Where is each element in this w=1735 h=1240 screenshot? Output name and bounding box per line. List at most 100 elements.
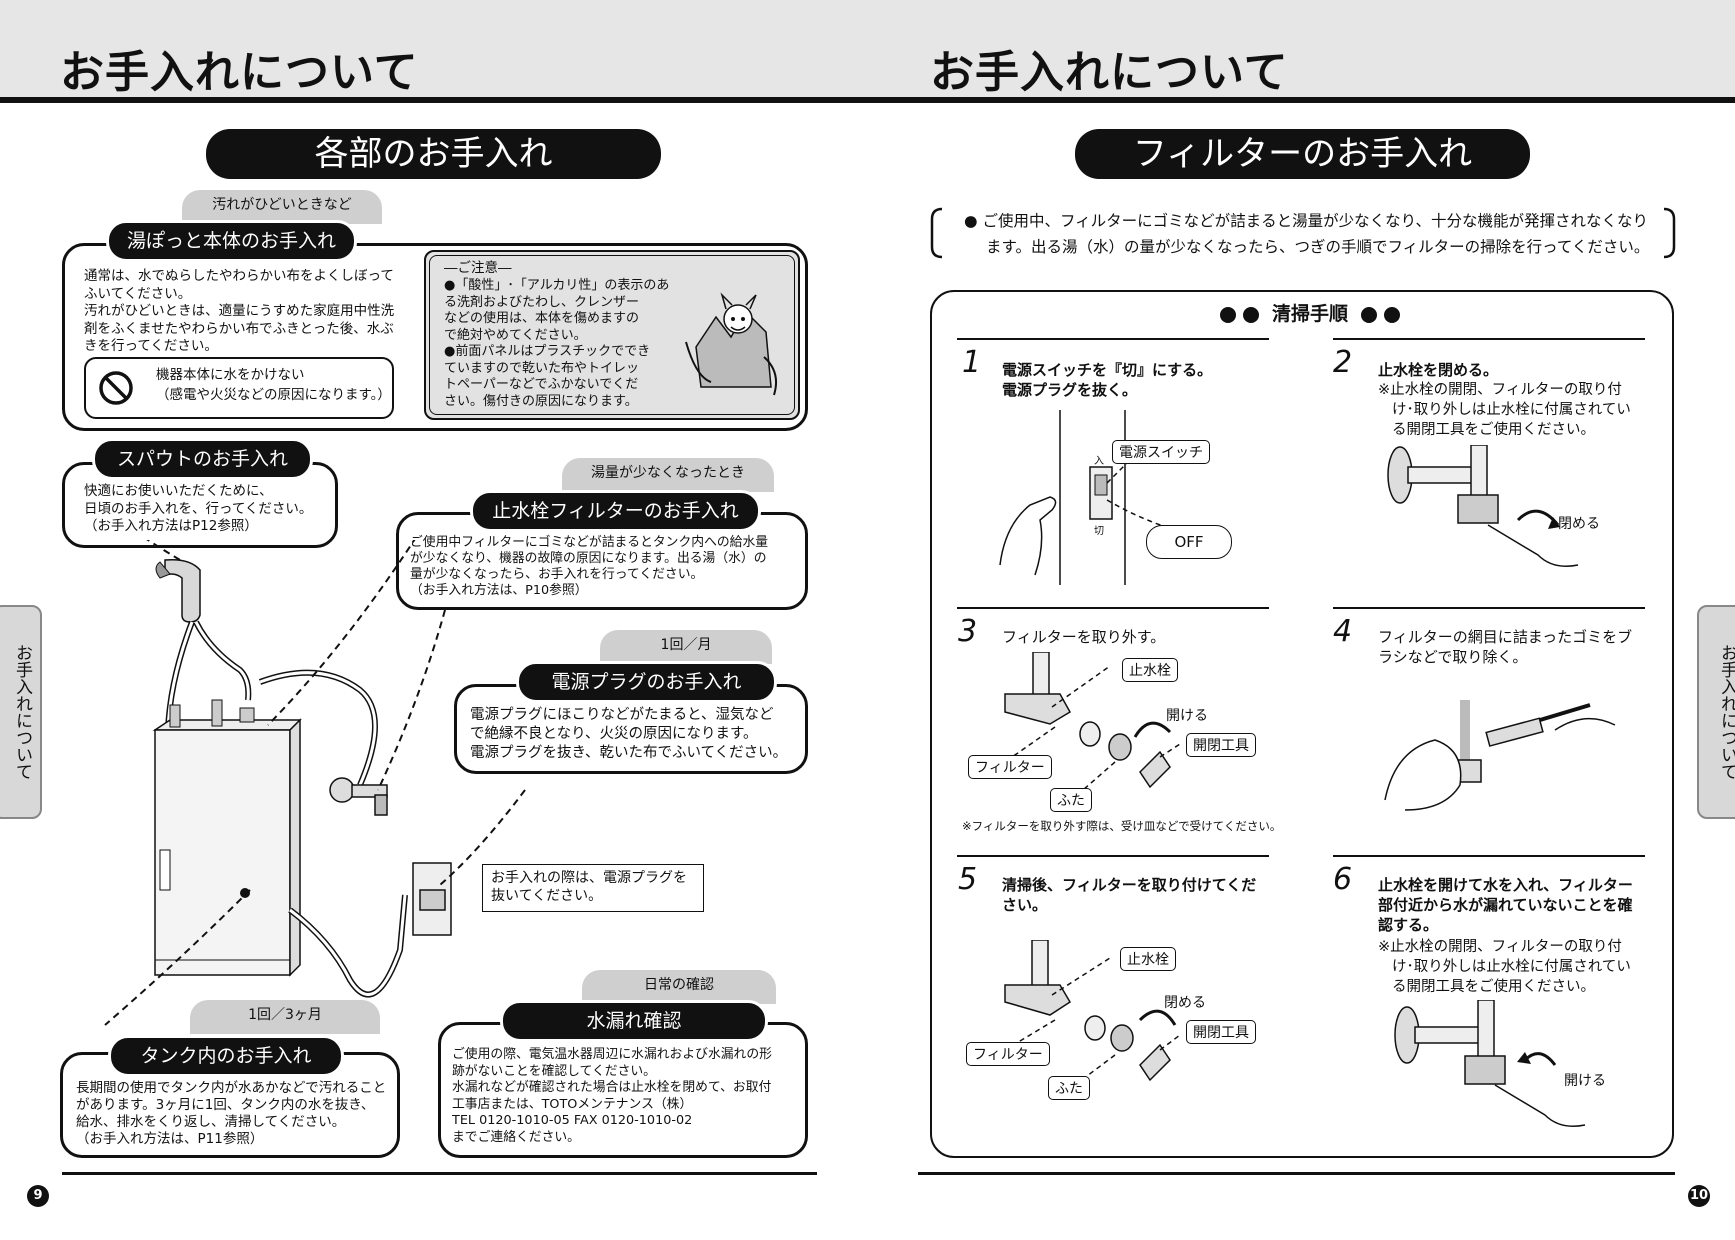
body-care-tag: 汚れがひどいときなど [182,190,382,224]
bullet-dot [1242,306,1259,323]
text-line: 日頃のお手入れを、行ってください。 [84,500,313,517]
step-1-illustration [999,410,1196,585]
procedure-title: 清掃手順 [1271,303,1348,325]
header-rule [0,97,1735,103]
text-line: 剤をふくませたやわらかい布でふきとった後、水ぶ [84,320,394,337]
text-line: ※止水栓の開閉、フィルターの取り付 [1378,382,1622,398]
mascot-illustration [685,292,777,396]
page-title-left: お手入れについて [60,47,419,98]
header-band [0,0,1735,97]
label-valve: 止水栓 [1122,658,1178,682]
section-title-filter-care: フィルターのお手入れ [1075,129,1530,179]
text-line: 快適にお使いいただくために、 [84,483,273,499]
label-tool: 開閉工具 [1186,733,1256,757]
bullet-dot [1220,306,1237,323]
tank-tag: 1回／3ヶ月 [190,1000,380,1034]
plug-note: お手入れの際は、電源プラグを 抜いてください。 [482,864,704,912]
label-filter-5: フィルター [966,1042,1050,1066]
caution-panel: ―ご注意― ●「酸性」･「アルカリ性」の表示のあ る洗剤およびたわし、クレンザー… [424,250,800,420]
text-line: で絶縁不良となり、火災の原因になります。 [470,726,758,742]
step-1-text: 電源スイッチを『切』にする。 電源プラグを抜く。 [1002,360,1212,400]
label-valve-5: 止水栓 [1120,947,1176,971]
rule [1333,855,1645,857]
leak-text: ご使用の際、電気温水器周辺に水漏れおよび水漏れの形 跡がないことを確認してくださ… [452,1047,772,1146]
warning-line-1: 機器本体に水をかけない [156,367,305,383]
label-tool-5: 開閉工具 [1186,1020,1256,1044]
label-cap: ふた [1050,788,1092,812]
text-line: 跡がないことを確認してください。 [452,1063,656,1079]
section-title-parts-care: 各部のお手入れ [206,129,661,179]
tank-title: タンク内のお手入れ [108,1035,344,1077]
label-on-mark: 入 [1094,456,1104,467]
text-line: 止水栓を開けて水を入れ、フィルター [1378,876,1633,894]
text-line: 通常は、水でぬらしたやわらかい布をよくしぼって [84,268,394,284]
text-line: （お手入れ方法は、P10参照） [410,583,588,598]
text-line: 汚れがひどいときは、適量にうすめた家庭用中性洗 [84,303,395,319]
text-line: までご連絡ください。 [452,1129,580,1145]
page-number-left: 9 [27,1185,49,1207]
text-line: トペーパーなどでふかないでくだ [444,377,639,392]
step-2-text: 止水栓を閉める。 [1378,361,1499,379]
step-6-text: 止水栓を開けて水を入れ、フィルター 部付近から水が漏れていないことを確 認する。 [1378,875,1633,935]
text-line: 水漏れなどが確認された場合は止水栓を閉めて、お取付 [452,1080,772,1095]
warning-line-2: （感電や火災などの原因になります。） [156,387,391,403]
text-line: ふいてください。 [84,285,192,302]
text-line: が少なくなり、機器の故障の原因になります。出る湯（水）の [410,551,767,566]
text-line: け･取り外しは止水栓に付属されてい [1392,959,1631,975]
text-line: ●「酸性」･「アルカリ性」の表示のあ [444,278,670,293]
rule [1333,338,1645,340]
label-close: 閉める [1558,516,1600,532]
step-5-text: 清掃後、フィルターを取り付けてくだ さい。 [1002,875,1256,915]
text-line: きを行ってください。 [84,338,218,354]
text-line: 電源プラグにほこりなどがたまると、湿気など [470,707,774,723]
text-line: フィルターの網目に詰まったゴミをブ [1378,628,1633,646]
step-number-2: 2 [1333,345,1353,380]
procedure-heading: 清掃手順 [1190,300,1430,328]
text-line: 給水、排水をくり返し、清掃してください。 [76,1114,346,1130]
label-open-6: 開ける [1564,1073,1606,1089]
step-4-illustration [1384,700,1616,811]
label-close-5: 閉める [1164,995,1206,1011]
text-line: さい。 [1002,896,1048,914]
spout-text: 快適にお使いいただくために、 日頃のお手入れを、行ってください。 （お手入れ方法… [84,483,312,536]
label-off-mark: 切 [1094,526,1104,537]
side-tab-right: お手入れについて [1697,605,1735,819]
step-number-5: 5 [958,862,978,897]
label-off: OFF [1146,525,1232,559]
plug-tag: 1回／月 [600,630,772,664]
text-line: お手入れの際は、電源プラグを [491,870,687,886]
step-4-text: フィルターの網目に詰まったゴミをブ ラシなどで取り除く。 [1378,627,1632,667]
text-line: ● ご使用中、フィルターにゴミなどが詰まると湯量が少なくなり、十分な機能が発揮さ… [964,212,1649,230]
step-number-6: 6 [1333,862,1353,897]
text-line: 電源プラグを抜き、乾いた布でふいてください。 [470,745,788,761]
text-line: ご使用中フィルターにゴミなどが詰まるとタンク内への給水量 [410,535,769,550]
text-line: ●前面パネルはプラスチックででき [444,344,651,359]
page-number-right: 10 [1688,1185,1710,1207]
text-line: 電源スイッチを『切』にする。 [1002,361,1213,379]
leak-title: 水漏れ確認 [500,1000,768,1042]
procedure-panel [930,290,1674,1158]
label-filter: フィルター [968,755,1052,779]
label-cap-5: ふた [1048,1076,1090,1100]
caution-heading: ―ご注意― [444,260,512,276]
text-line: け･取り外しは止水栓に付属されてい [1392,402,1631,418]
plug-title: 電源プラグのお手入れ [516,661,777,703]
footer-rule-right [918,1172,1675,1175]
bullet-dot [1383,306,1400,323]
text-line: ていますので乾いた布やトイレッ [444,360,640,376]
intro-text: ● ご使用中、フィルターにゴミなどが詰まると湯量が少なくなり、十分な機能が発揮さ… [964,208,1649,260]
text-line: ラシなどで取り除く。 [1378,648,1528,666]
warning-box: 機器本体に水をかけない （感電や火災などの原因になります。） [84,357,394,419]
valve-filter-tag: 湯量が少なくなったとき [562,458,774,492]
text-line: ※止水栓の開閉、フィルターの取り付 [1378,939,1622,955]
text-line: る洗剤およびたわし、クレンザー [444,294,640,310]
bullet-dot [1361,306,1378,323]
step-3-text: フィルターを取り外す。 [1002,628,1166,646]
step-6-note: ※止水栓の開閉、フィルターの取り付 け･取り外しは止水栓に付属されてい る開閉工… [1378,937,1631,997]
text-line: 工事店または、TOTOメンテナンス（株） [452,1096,693,1112]
side-tab-left: お手入れについて [0,605,42,819]
step-number-1: 1 [962,345,982,380]
step-number-3: 3 [958,614,978,649]
spout-title: スパウトのお手入れ [92,438,313,480]
text-line: があります。3ヶ月に1回、タンク内の水を抜き、 [76,1097,375,1113]
